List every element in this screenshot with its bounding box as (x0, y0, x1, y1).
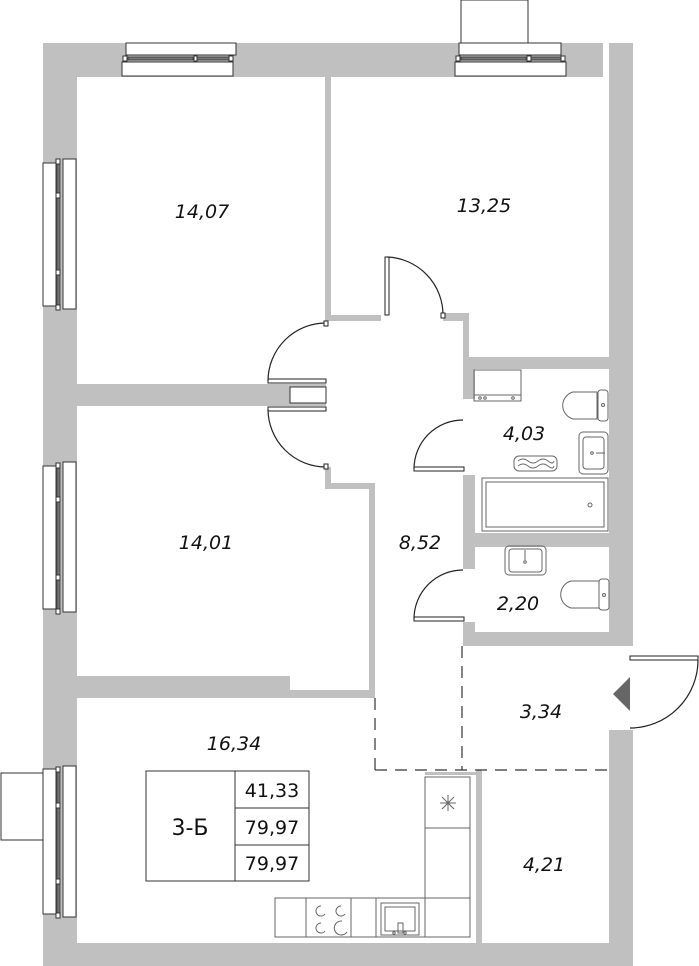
fridge-icon (440, 795, 456, 811)
toilet-icon (560, 578, 610, 611)
ac-unit-icon (460, 0, 529, 44)
toilet-room-sink-icon (504, 545, 547, 576)
sink-icon (578, 431, 609, 475)
room-area-bedroom-3: 14,01 (179, 532, 233, 554)
kitchen-counter (274, 772, 476, 938)
stove-icon (315, 905, 348, 936)
washing-machine-icon (473, 369, 522, 402)
door-bathroom[interactable] (413, 419, 465, 472)
door-entrance[interactable] (613, 655, 699, 729)
door-bedroom3[interactable] (267, 386, 329, 470)
room-area-bedroom-1: 14,07 (175, 201, 229, 223)
apartment-type: 3-Б (171, 816, 208, 841)
room-area-hallway: 8,52 (399, 532, 441, 554)
room-area-toilet: 2,20 (497, 593, 539, 615)
window-bedroom3-left (42, 461, 77, 615)
entrance-arrow-icon (613, 677, 630, 711)
apartment-summary-table: 3-Б 41,33 79,97 79,97 (145, 770, 310, 882)
zone-lines (374, 646, 609, 771)
ac-unit-icon (0, 772, 44, 841)
room-area-kitchen-living: 16,34 (207, 733, 261, 755)
door-bedroom1[interactable] (267, 320, 329, 384)
window-kitchen-left (0, 765, 77, 919)
room-area-bathroom: 4,03 (503, 423, 545, 445)
window-bedroom2-top (454, 0, 567, 77)
towel-rail-icon (513, 455, 558, 472)
window-bedroom1-left (42, 158, 77, 311)
window-bedroom1-top (121, 42, 237, 77)
total-area-value: 79,97 (245, 817, 299, 839)
toilet-icon (562, 389, 609, 422)
door-toilet[interactable] (413, 569, 465, 622)
room-area-storage: 4,21 (523, 854, 565, 876)
kitchen-sink-icon (380, 902, 420, 936)
bathtub-icon (481, 477, 609, 532)
walls (43, 43, 633, 966)
total-area-with-balcony-value: 79,97 (245, 853, 299, 875)
room-area-bedroom-2: 13,25 (457, 195, 511, 217)
door-bedroom2[interactable] (384, 256, 446, 319)
room-labels: 14,07 13,25 4,03 14,01 8,52 2,20 3,34 16… (175, 195, 565, 876)
room-area-entrance: 3,34 (520, 701, 562, 723)
living-area-value: 41,33 (245, 780, 299, 802)
